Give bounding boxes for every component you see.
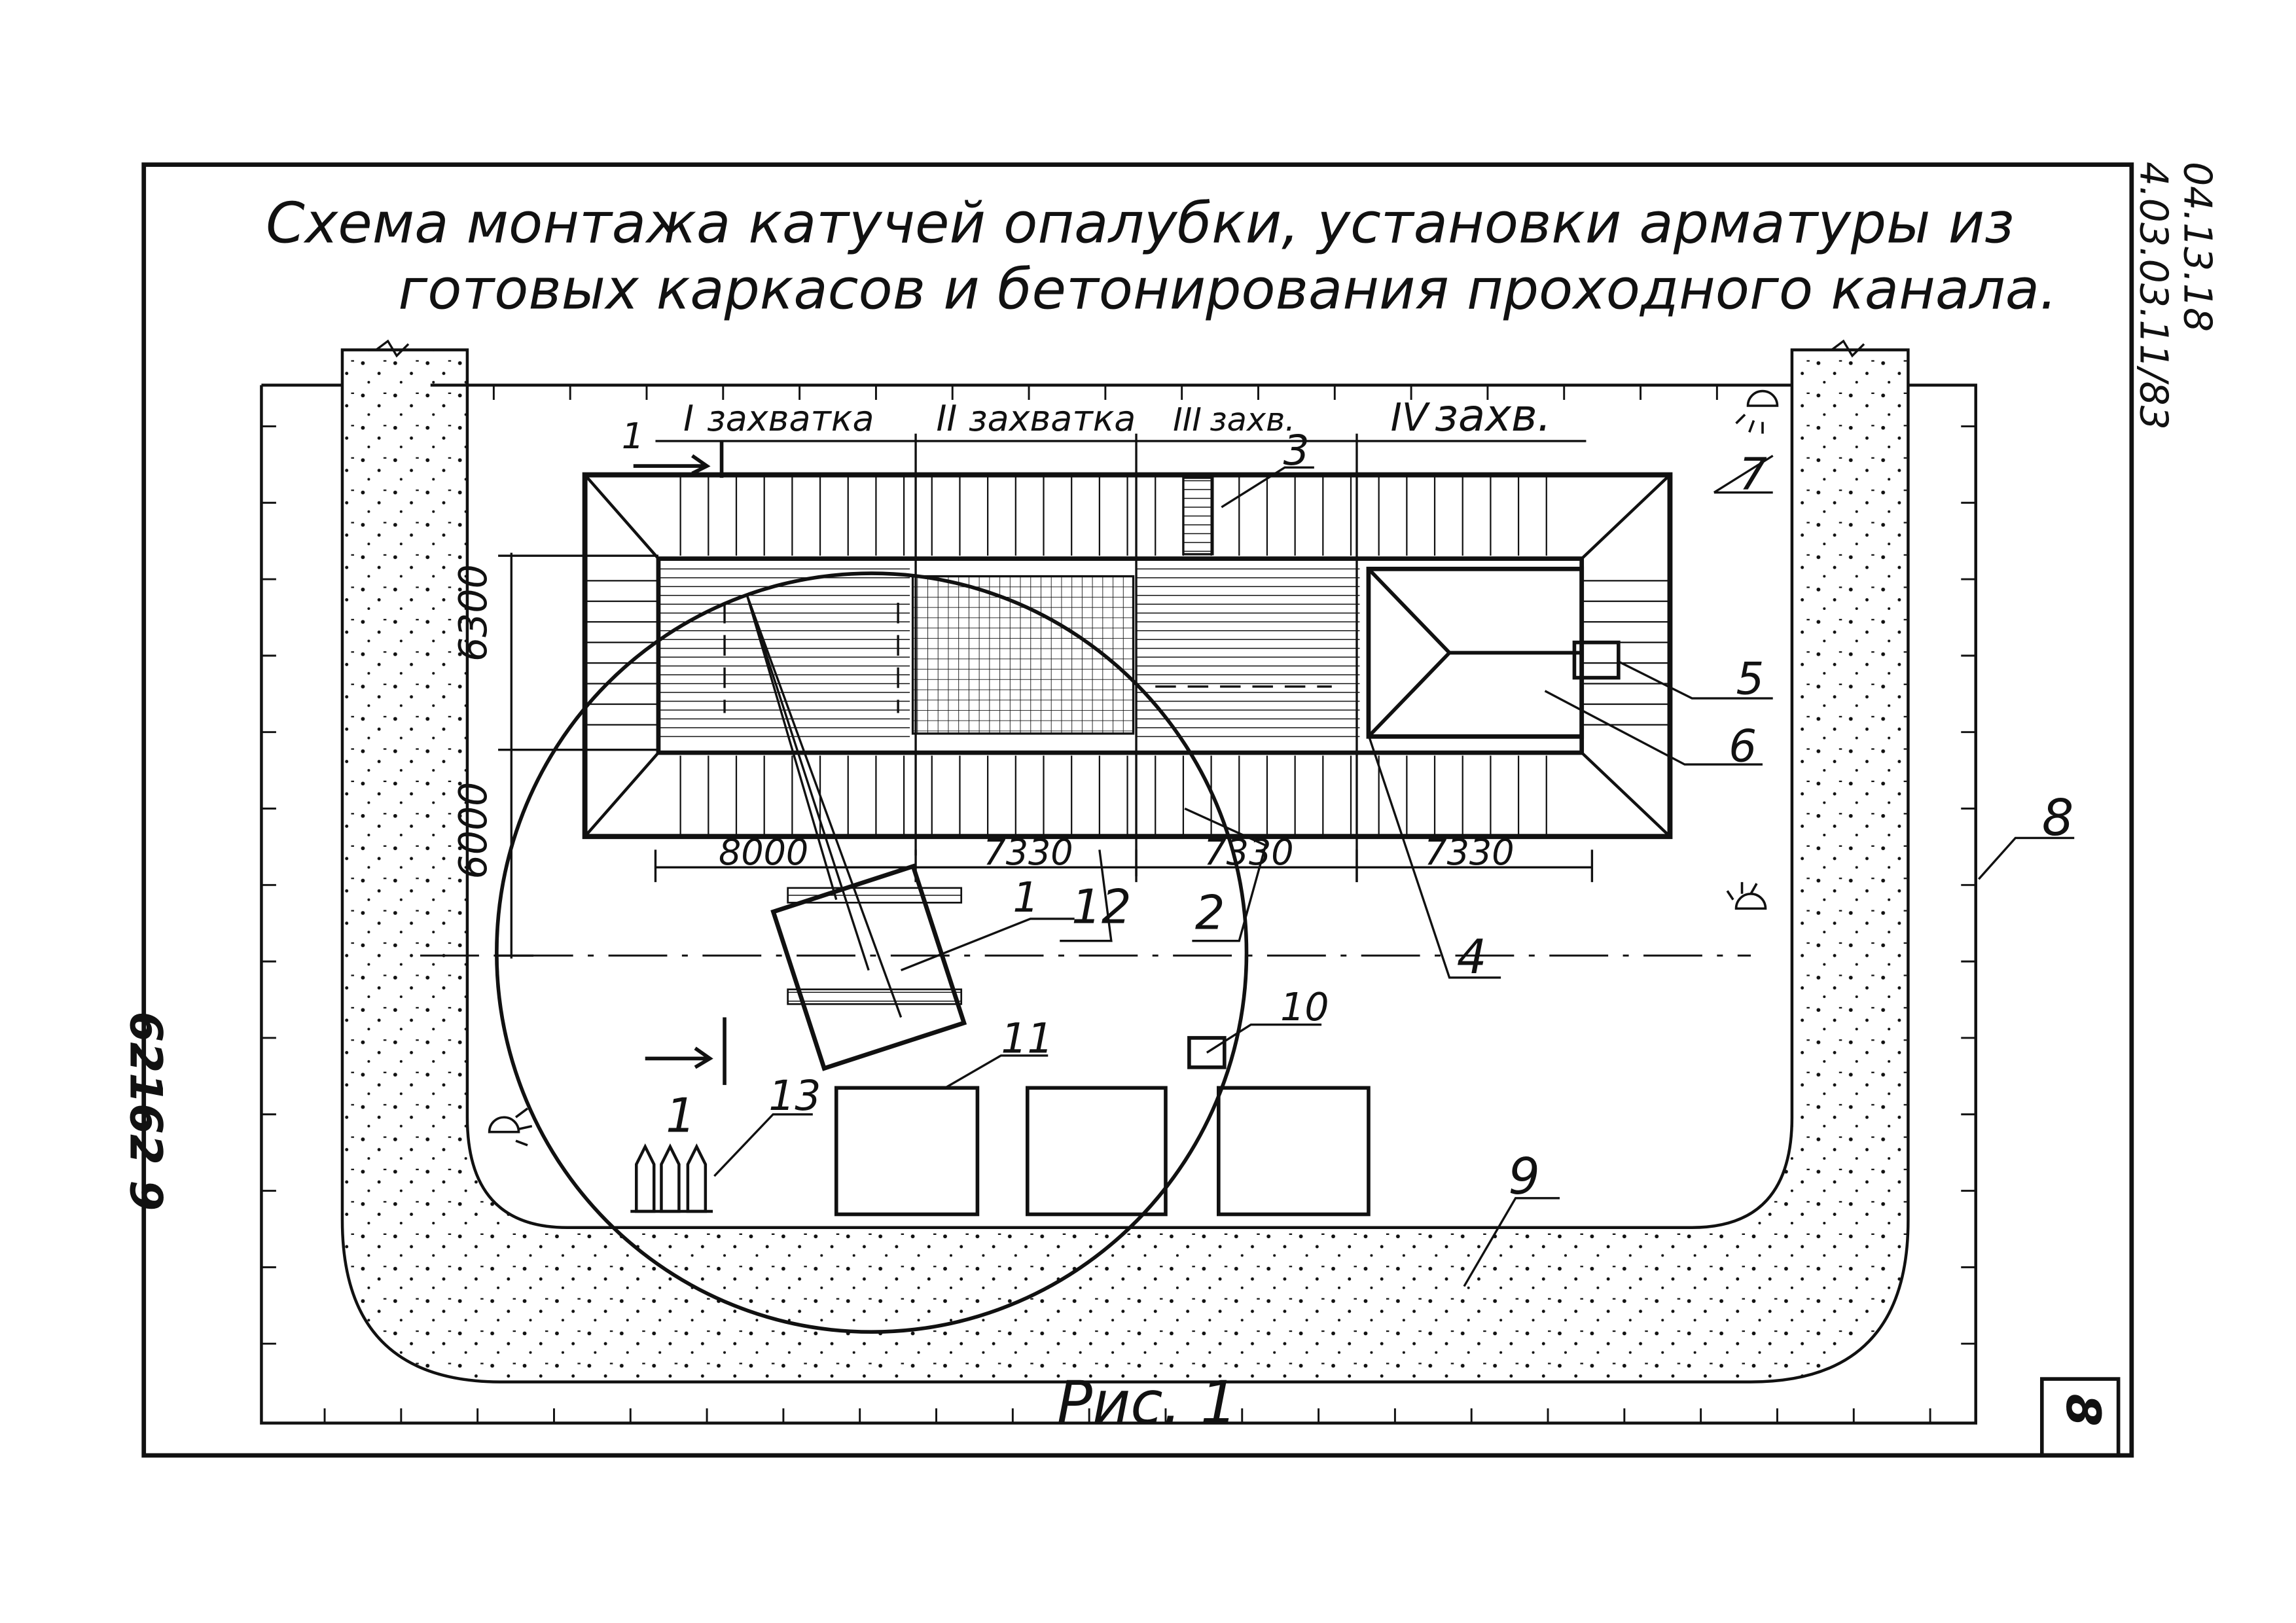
crane-1 [745, 593, 967, 1071]
callout-5: 5 [1736, 652, 1765, 704]
concreted-zone [1136, 567, 1360, 741]
site-boundary [260, 383, 1977, 1425]
horizontal-dimension-line [654, 849, 1594, 882]
ladder-3 [1182, 476, 1214, 556]
storage-area-1 [834, 1086, 980, 1217]
floodlight-icon [1726, 882, 1767, 910]
callout-9: 9 [1508, 1148, 1540, 1206]
doc-code-line-2: 4.03.03.11/83 [2131, 162, 2176, 430]
document-code: 04.13.18 4.03.03.11/83 [2131, 162, 2219, 430]
doc-code-line-1: 04.13.18 [2176, 162, 2220, 332]
callout-13: 13 [768, 1072, 821, 1120]
sheet-number-box [2039, 1377, 2121, 1457]
crane-boom [745, 593, 903, 1018]
title-line-2: готовых каркасов и бетонирования проходн… [398, 258, 2057, 323]
dim-7330-c: 7330 [1424, 832, 1514, 873]
callout-8: 8 [2042, 789, 2074, 847]
grip-label-1: захватка [707, 398, 874, 439]
grip-roman-3: III [1173, 401, 1202, 438]
grip-label-4: захв. [1435, 389, 1551, 441]
grip-roman-4: IV [1391, 395, 1431, 440]
formwork-structure [582, 433, 1673, 882]
sheet-frame [141, 162, 2134, 1458]
storage-area-3 [1217, 1086, 1371, 1217]
title-line-1: Схема монтажа катучей опалубки, установк… [266, 192, 2014, 257]
boundary-ticks [261, 385, 1976, 1423]
crane-track-lower [787, 988, 963, 1005]
dim-8000: 8000 [719, 832, 808, 873]
callout-6: 6 [1729, 721, 1757, 772]
rebar-mesh-zone [911, 575, 1135, 735]
grip-roman-1: I [683, 398, 694, 439]
dim-6300: 6300 [451, 564, 495, 662]
grip-roman-2: II [937, 398, 958, 439]
section-mark-top [633, 440, 724, 478]
floodlight-icon [1735, 389, 1779, 434]
rolling-formwork-4 [1366, 566, 1585, 739]
grip-label-3: захв. [1210, 401, 1295, 438]
crane-reach-circle [495, 571, 1249, 1334]
section-number-bottom: 1 [666, 1088, 696, 1143]
floodlight-icon [488, 1107, 533, 1147]
winch-5 [1572, 640, 1621, 680]
gas-cylinders-13 [630, 1143, 713, 1213]
callout-10: 10 [1280, 985, 1329, 1029]
section-mark-bottom [645, 1017, 726, 1085]
crane-track-upper [787, 887, 963, 904]
inventory-number-text: 62162 9 [120, 1012, 172, 1211]
dim-6000: 6000 [451, 782, 495, 880]
sheet-number: 8 [2056, 1394, 2111, 1427]
dim-7330-a: 7330 [983, 832, 1073, 873]
callout-7: 7 [1739, 448, 1767, 500]
inventory-number: 62162 9 [120, 1012, 172, 1211]
grip-label-2: захватка [969, 398, 1136, 439]
sand-break-right [1831, 339, 1865, 358]
grip-separators [655, 433, 1587, 882]
callout-3: 3 [1283, 427, 1310, 474]
storage-area-2 [1025, 1086, 1168, 1217]
callout-11: 11 [1001, 1014, 1053, 1062]
sand-break-left [375, 339, 410, 358]
sand-fill-zone [340, 348, 1910, 1383]
callout-12: 12 [1071, 880, 1131, 935]
callout-1: 1 [1013, 874, 1039, 921]
section-number-top: 1 [622, 416, 644, 457]
equipment-box-10 [1187, 1036, 1227, 1069]
callout-4: 4 [1457, 929, 1487, 984]
vertical-dimension-line [498, 552, 658, 959]
callout-2: 2 [1195, 885, 1225, 940]
figure-caption: Рис. 1 [1057, 1369, 1238, 1437]
callout-leaders [713, 454, 2075, 1287]
